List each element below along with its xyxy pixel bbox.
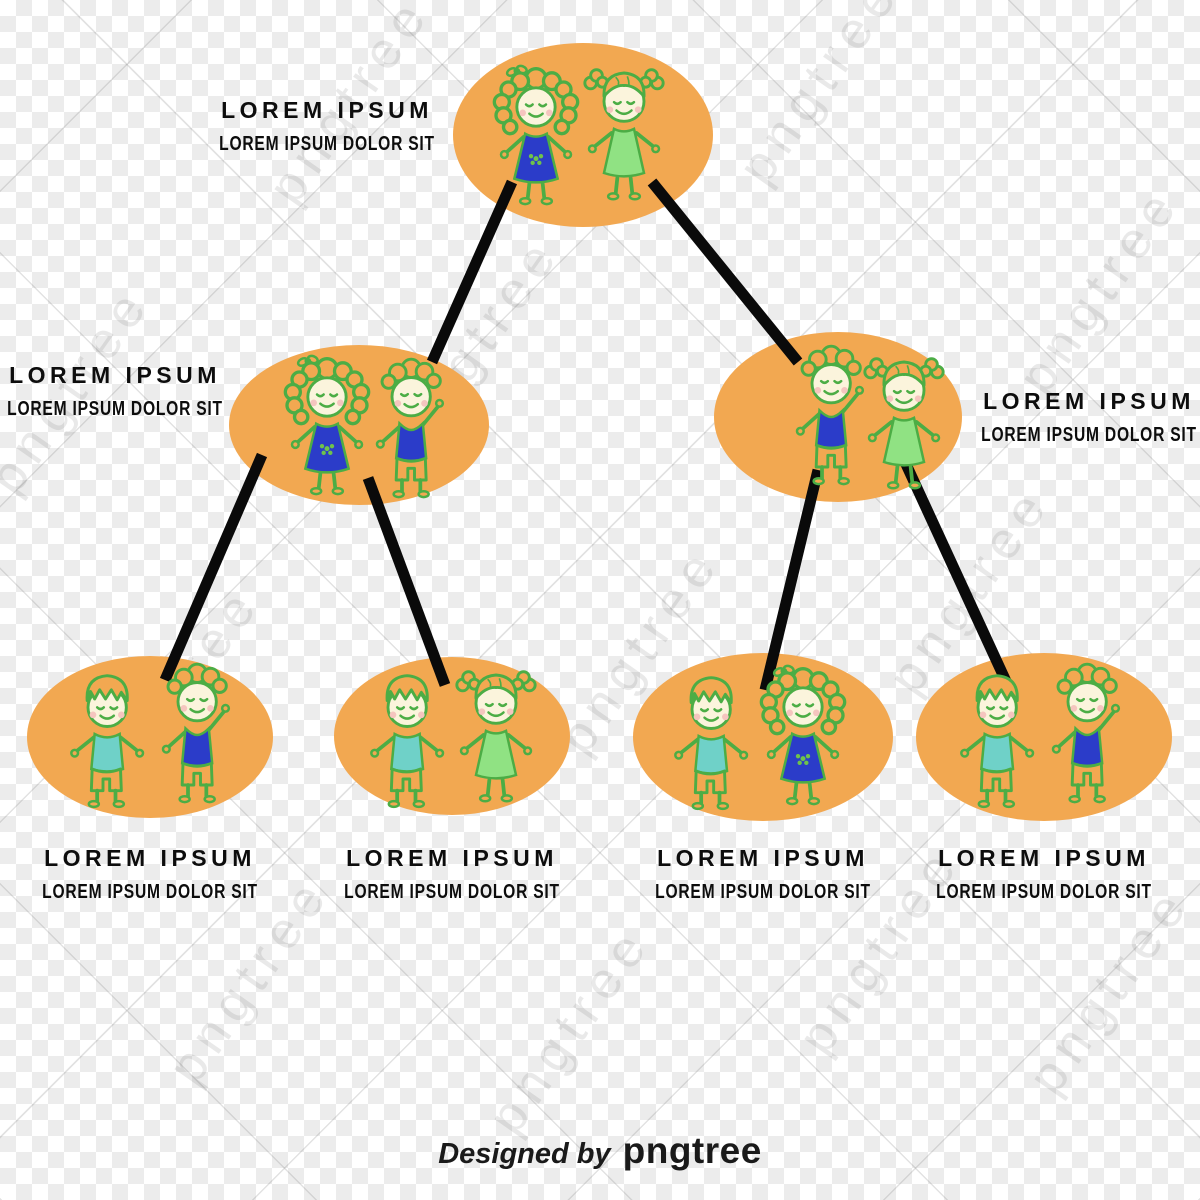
label-grandchild-4-subtitle: LOREM IPSUM DOLOR SIT — [936, 881, 1152, 903]
label-grandchild-3-title: LOREM IPSUM — [657, 845, 869, 871]
label-grandchild-2-subtitle: LOREM IPSUM DOLOR SIT — [344, 881, 560, 903]
connector-child-left-grandchild-1 — [159, 452, 268, 683]
connector-root-child-right — [647, 178, 803, 366]
connector-child-right-grandchild-3 — [759, 468, 824, 692]
designed-by-text: Designed by — [438, 1138, 611, 1170]
label-grandchild-4: LOREM IPSUM LOREM IPSUM DOLOR SIT — [906, 845, 1183, 904]
label-child-right: LOREM IPSUM LOREM IPSUM DOLOR SIT — [951, 388, 1200, 447]
label-grandchild-3: LOREM IPSUM LOREM IPSUM DOLOR SIT — [625, 845, 902, 904]
label-grandchild-1-title: LOREM IPSUM — [44, 845, 256, 871]
node-ellipse-root — [453, 43, 713, 227]
label-child-right-title: LOREM IPSUM — [983, 388, 1195, 414]
label-child-left-title: LOREM IPSUM — [9, 362, 221, 388]
label-grandchild-2-title: LOREM IPSUM — [346, 845, 558, 871]
label-grandchild-4-title: LOREM IPSUM — [938, 845, 1150, 871]
label-grandchild-1: LOREM IPSUM LOREM IPSUM DOLOR SIT — [12, 845, 289, 904]
pngtree-logo-text: pngtree — [622, 1130, 762, 1171]
node-ellipse-grandchild-1 — [27, 656, 273, 818]
label-root-subtitle: LOREM IPSUM DOLOR SIT — [219, 133, 435, 155]
footer-credit: Designed by pngtree — [438, 1130, 762, 1172]
label-child-left: LOREM IPSUM LOREM IPSUM DOLOR SIT — [0, 362, 253, 421]
label-child-left-subtitle: LOREM IPSUM DOLOR SIT — [7, 398, 223, 420]
label-grandchild-3-subtitle: LOREM IPSUM DOLOR SIT — [655, 881, 871, 903]
label-grandchild-2: LOREM IPSUM LOREM IPSUM DOLOR SIT — [314, 845, 591, 904]
label-child-right-subtitle: LOREM IPSUM DOLOR SIT — [981, 424, 1197, 446]
connector-root-child-left — [426, 179, 518, 365]
connector-child-right-grandchild-4 — [900, 459, 1015, 693]
node-ellipse-child-left — [229, 345, 489, 505]
label-grandchild-1-subtitle: LOREM IPSUM DOLOR SIT — [42, 881, 258, 903]
label-root-title: LOREM IPSUM — [221, 97, 433, 123]
label-root: LOREM IPSUM LOREM IPSUM DOLOR SIT — [189, 97, 466, 156]
node-ellipse-grandchild-4 — [916, 653, 1172, 821]
connector-child-left-grandchild-2 — [362, 476, 451, 687]
